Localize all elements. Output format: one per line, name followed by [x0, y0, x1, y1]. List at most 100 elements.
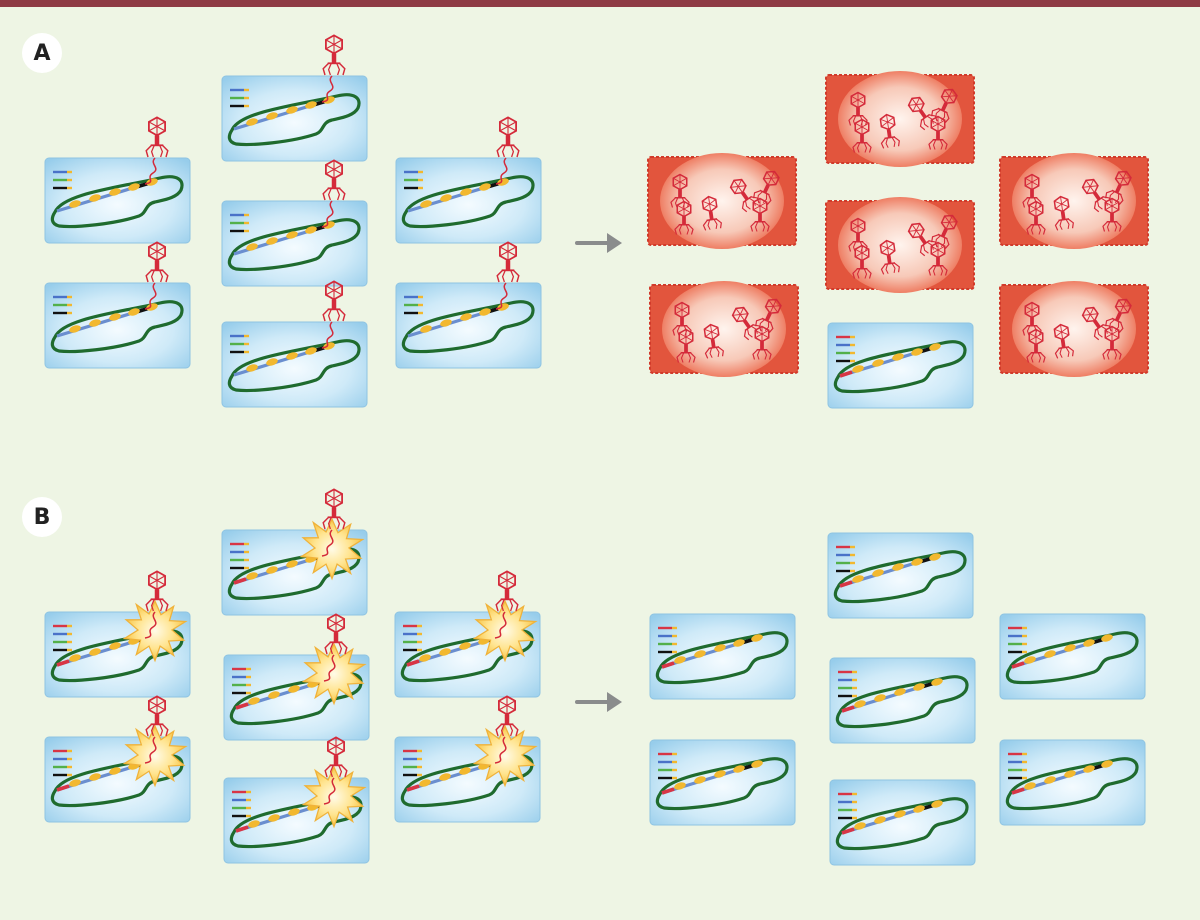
- panel-b-surviving-cell: [827, 532, 974, 619]
- spacer-bead: [460, 188, 472, 196]
- spacer-bead: [931, 800, 943, 808]
- chromosome-loop: [401, 300, 535, 354]
- spacer-bead: [1044, 776, 1056, 784]
- spacer-bead: [751, 760, 763, 768]
- spacer-bead: [266, 112, 278, 120]
- spacer-bead: [894, 688, 906, 696]
- spacer-bead: [892, 353, 904, 361]
- chromosome-loop: [227, 218, 361, 272]
- spacer-bead: [288, 685, 300, 693]
- spacer-bead: [89, 648, 101, 656]
- spacer-bead: [89, 319, 101, 327]
- spacer-bead: [694, 776, 706, 784]
- spacer-bead: [109, 642, 121, 650]
- panel-a-lysed-cell: [999, 281, 1149, 377]
- panel-a-lysed-cell: [999, 153, 1149, 249]
- spacer-bead: [460, 313, 472, 321]
- panel-b-surviving-cell: [649, 613, 796, 700]
- new-spacer-segment: [56, 784, 70, 792]
- chromosome-loop: [227, 339, 361, 393]
- spacer-bead: [440, 194, 452, 202]
- spacer-bead: [751, 634, 763, 642]
- spacer-bead: [266, 358, 278, 366]
- spacer-bead: [146, 303, 158, 311]
- panel-label-a: A: [22, 33, 62, 73]
- spacer-bead: [872, 569, 884, 577]
- spacer-bead: [874, 816, 886, 824]
- spacer-bead: [714, 770, 726, 778]
- spacer-bead: [733, 765, 745, 773]
- spacer-bead: [694, 650, 706, 658]
- panel-a-infected-cell: [221, 280, 368, 408]
- spacer-bead: [1024, 782, 1036, 790]
- spacer-bead: [1064, 770, 1076, 778]
- new-spacer-segment: [235, 702, 249, 710]
- spacer-bead: [852, 575, 864, 583]
- spacer-bead: [248, 820, 260, 828]
- panel-b-immune-cell: [223, 736, 370, 864]
- spacer-bead: [459, 642, 471, 650]
- spacer-bead: [420, 200, 432, 208]
- spacer-bead: [1064, 644, 1076, 652]
- new-spacer-segment: [1011, 787, 1025, 795]
- bacteriophage-icon: [496, 241, 520, 283]
- new-spacer-segment: [235, 825, 249, 833]
- chromosome-loop: [655, 631, 789, 685]
- new-spacer-segment: [841, 705, 855, 713]
- panel-a-surviving-cell: [827, 322, 974, 409]
- spacer-bead: [268, 691, 280, 699]
- spacer-bead: [246, 243, 258, 251]
- panel-a-lysed-cell: [649, 281, 799, 377]
- spacer-bead: [479, 308, 491, 316]
- panel-b-surviving-cell: [999, 613, 1146, 700]
- spacer-bead: [1101, 634, 1113, 642]
- chromosome-loop: [50, 175, 184, 229]
- spacer-bead: [109, 767, 121, 775]
- arrow-head: [607, 692, 622, 712]
- spacer-bead: [674, 656, 686, 664]
- phage-dna: [321, 321, 334, 349]
- new-spacer-segment: [406, 659, 420, 667]
- spacer-bead: [874, 694, 886, 702]
- spacer-bead: [1101, 760, 1113, 768]
- spacer-bead: [286, 106, 298, 114]
- phage-dna: [495, 157, 508, 185]
- spacer-bead: [913, 683, 925, 691]
- spacer-bead: [128, 308, 140, 316]
- right-arrow-icon: [575, 692, 622, 712]
- spacer-bead: [479, 183, 491, 191]
- spacer-bead: [419, 779, 431, 787]
- panel-a-lysed-cell: [825, 197, 975, 293]
- spacer-bead: [911, 348, 923, 356]
- panel-a-infected-cell: [221, 159, 368, 287]
- panel-b-immune-cell: [44, 570, 191, 698]
- spacer-bead: [128, 183, 140, 191]
- panel-a-infected-cell: [395, 116, 542, 244]
- chromosome-loop: [833, 550, 967, 604]
- spacer-bead: [733, 639, 745, 647]
- spacer-bead: [852, 365, 864, 373]
- spacer-bead: [459, 767, 471, 775]
- spacer-bead: [266, 566, 278, 574]
- spacer-bead: [497, 178, 509, 186]
- spacer-bead: [286, 352, 298, 360]
- spacer-bead: [323, 342, 335, 350]
- spacer-bead: [69, 325, 81, 333]
- bacteriophage-icon: [496, 116, 520, 158]
- new-spacer-segment: [1011, 661, 1025, 669]
- spacer-bead: [1024, 656, 1036, 664]
- panel-b-surviving-cell: [649, 739, 796, 826]
- spacer-bead: [929, 553, 941, 561]
- spacer-bead: [894, 810, 906, 818]
- phage-dna: [323, 654, 336, 682]
- panel-a-infected-cell: [395, 241, 542, 369]
- spacer-bead: [305, 347, 317, 355]
- new-spacer-segment: [406, 784, 420, 792]
- spacer-bead: [69, 200, 81, 208]
- spacer-bead: [854, 822, 866, 830]
- spacer-bead: [420, 325, 432, 333]
- spacer-bead: [1083, 639, 1095, 647]
- new-spacer-segment: [841, 827, 855, 835]
- bacteriophage-icon: [145, 241, 169, 283]
